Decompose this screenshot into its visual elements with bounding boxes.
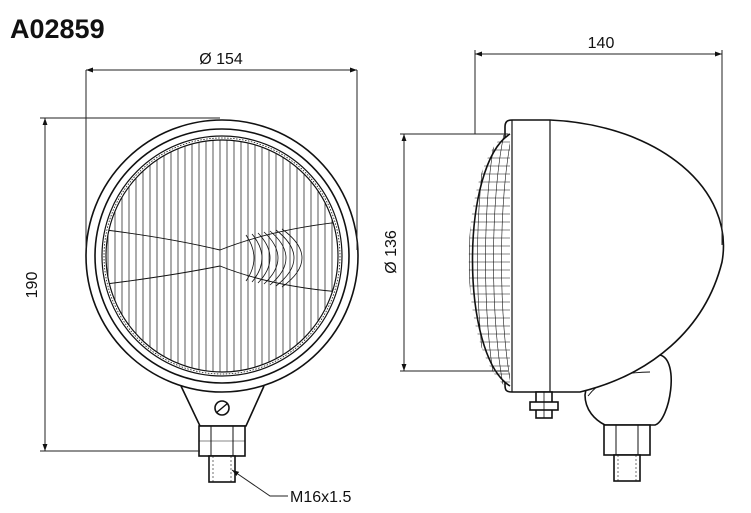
thread-leader-line	[231, 469, 288, 497]
side-lens-dome	[471, 133, 511, 387]
thread-label: M16x1.5	[290, 489, 351, 506]
front-housing-outer	[85, 119, 359, 393]
front-height-label: 190	[24, 272, 41, 299]
front-housing-inner	[94, 128, 350, 384]
side-diameter-label: Ø 136	[383, 230, 400, 274]
side-hex-nut	[603, 424, 651, 456]
front-bezel	[101, 135, 343, 377]
side-dimensions	[400, 50, 723, 372]
side-view	[468, 119, 725, 482]
side-housing	[504, 119, 725, 393]
front-lens-beam-pattern	[106, 221, 338, 251]
front-dimensions	[40, 67, 358, 497]
side-threaded-stud	[613, 454, 641, 482]
part-number-title: A02859	[10, 14, 105, 44]
side-lens-ribs	[468, 133, 510, 390]
front-bezel-ridge	[103, 137, 341, 375]
front-view	[85, 119, 359, 483]
front-threaded-stud	[208, 455, 236, 483]
side-depth-label: 140	[588, 35, 615, 52]
front-diameter-label: Ø 154	[199, 51, 243, 68]
